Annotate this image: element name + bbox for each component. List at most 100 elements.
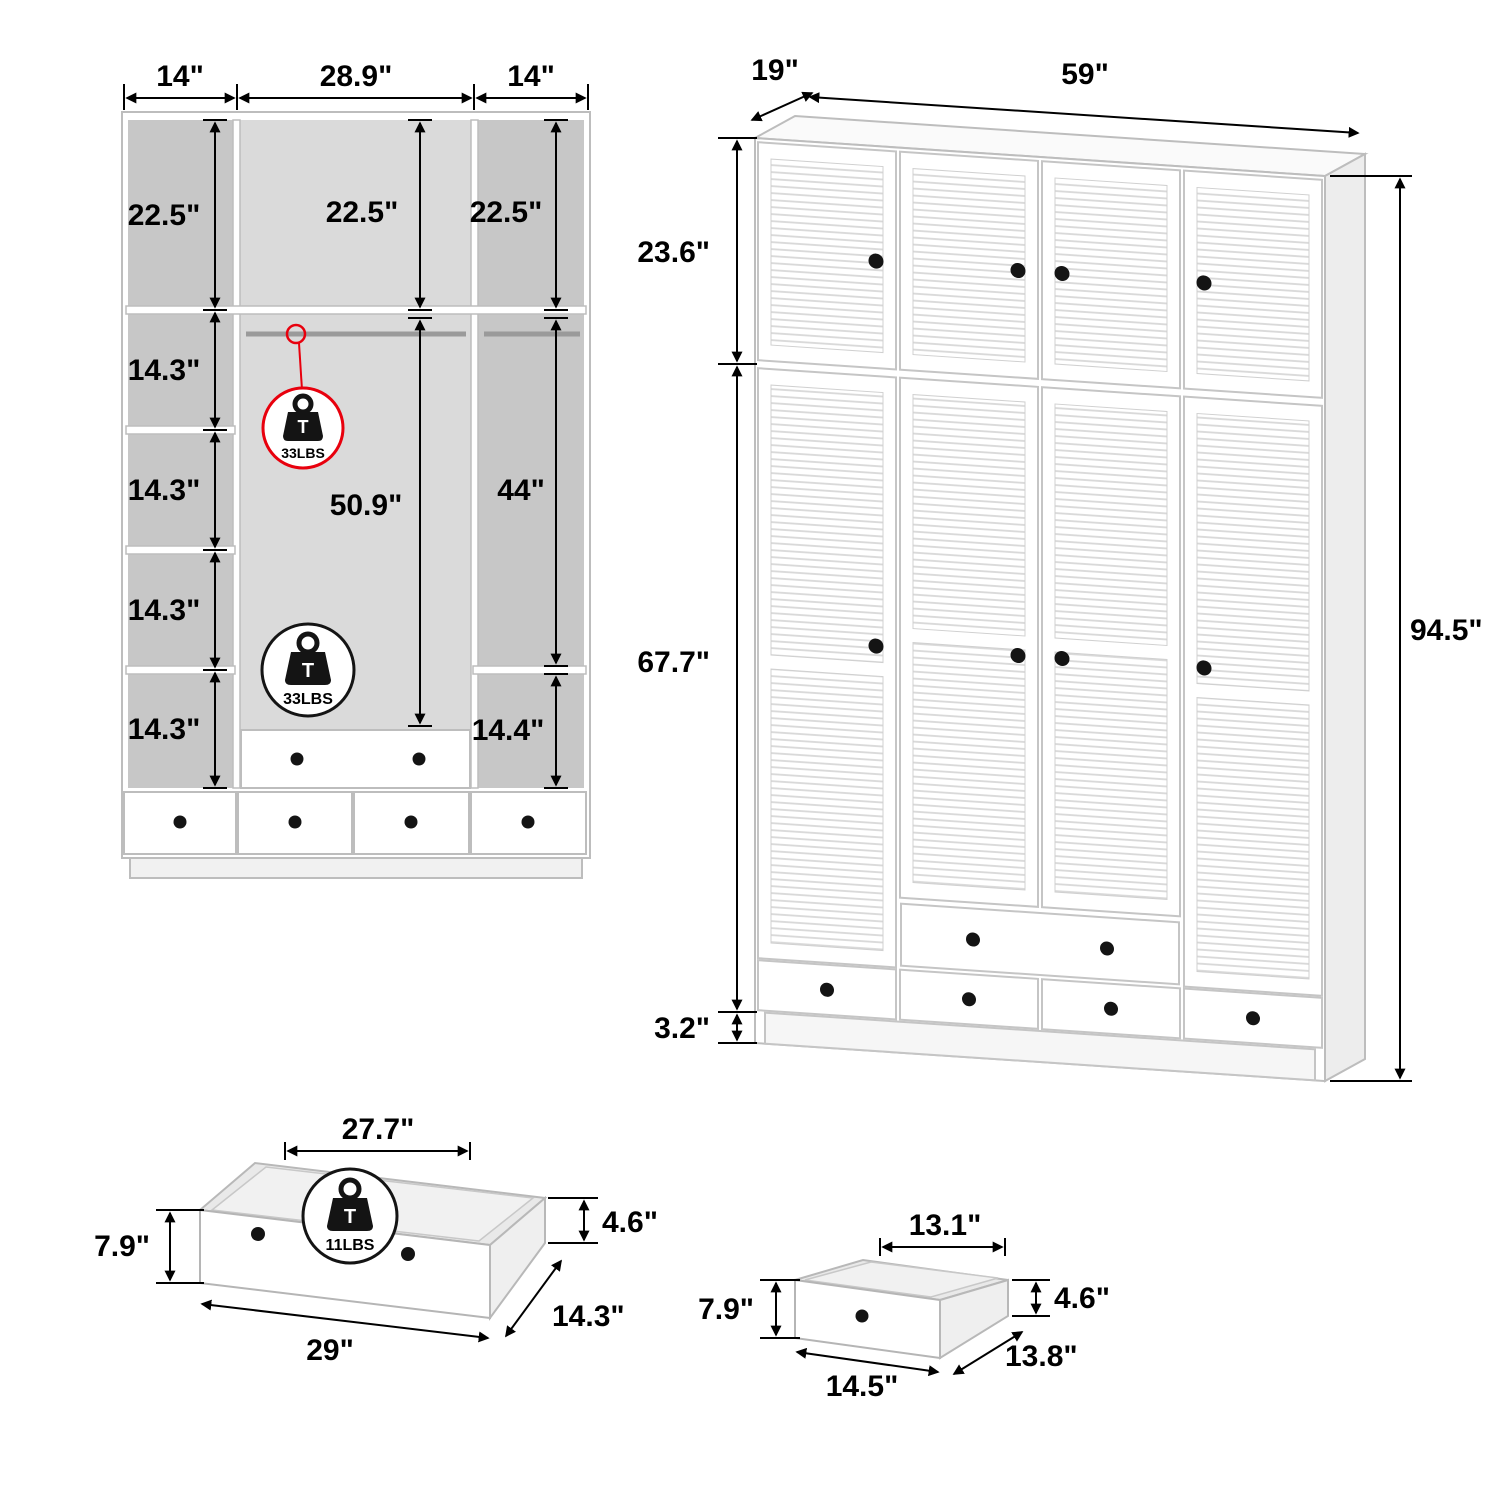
perspective-view-diagram: 19" 59" 23.6" 67.7" 3.2" 94.5" — [637, 54, 1483, 1083]
shelf-board — [472, 665, 587, 675]
drawer-knob-icon — [173, 815, 187, 829]
small-drawer-diagram: 13.1" 7.9" 4.6" 14.5" 13.8" — [698, 1209, 1110, 1403]
top-shelf-board — [125, 305, 587, 315]
louver-panel — [1054, 651, 1168, 901]
dim-label-right-hanging: 44" — [497, 474, 545, 507]
dim-line — [750, 91, 814, 122]
dim-label-small-side-height: 4.6" — [1054, 1282, 1110, 1315]
bottom-drawer-front — [237, 791, 353, 855]
callout-line — [298, 342, 303, 391]
cabinet-front-face — [754, 136, 1326, 1083]
front-view-diagram: 14" 28.9" 14" 22.5" 14.3" 14.3" 14.3" 14… — [121, 60, 591, 879]
louver-panel — [770, 384, 884, 664]
dim-line — [505, 1259, 562, 1338]
louver-panel — [1196, 696, 1310, 980]
dim-label-left-shelf-3: 14.3" — [128, 594, 201, 627]
shelf-weight-label: 33LBS — [283, 691, 333, 708]
dim-label-right-top: 22.5" — [470, 196, 543, 229]
weight-bag-icon — [283, 412, 323, 441]
drawer-knob-icon — [1246, 1011, 1260, 1026]
dim-label-right-bottom: 14.4" — [472, 714, 545, 747]
drawer-knob-icon — [855, 1309, 869, 1323]
louver-panel — [1054, 177, 1168, 373]
louver-panel — [912, 168, 1026, 363]
door-knob-icon — [1010, 263, 1026, 279]
dim-label-width: 59" — [1061, 58, 1109, 91]
shelf-board — [125, 545, 236, 555]
vertical-divider — [232, 119, 241, 789]
dim-line — [952, 1331, 1024, 1375]
front-cabinet-base — [129, 857, 583, 879]
drawer-weight-capacity-icon: T 11LBS — [301, 1167, 399, 1265]
louver-panel — [770, 158, 884, 354]
louver-panel — [1054, 403, 1168, 647]
weight-icon-letter: T — [298, 417, 309, 437]
dim-label-middle-top: 22.5" — [326, 196, 399, 229]
drawer-knob-icon — [404, 815, 418, 829]
shelf-board — [125, 665, 236, 675]
drawer-knob-icon — [412, 752, 426, 766]
dim-line — [795, 1347, 940, 1377]
door-knob-icon — [1054, 265, 1070, 281]
dim-label-total-height: 94.5" — [1410, 614, 1483, 647]
drawer-knob-icon — [966, 932, 980, 947]
door-knob-icon — [1010, 648, 1026, 664]
large-drawer-diagram: T 11LBS 27.7" 7.9" 4.6" 29" 14.3" — [94, 1113, 658, 1367]
drawer-knob-icon — [820, 982, 834, 997]
dim-label-drawer-depth: 14.3" — [552, 1300, 625, 1333]
dim-label-lower-height: 67.7" — [637, 646, 710, 679]
drawer-front — [900, 902, 1180, 986]
shelf-board — [125, 425, 236, 435]
dim-label-drawer-inner-width: 27.7" — [342, 1113, 415, 1146]
right-column-interior — [478, 120, 584, 788]
shelf-weight-capacity-icon: T 33LBS — [260, 622, 356, 718]
dim-label-top-width-right: 14" — [507, 60, 555, 93]
dim-label-small-depth: 13.8" — [1005, 1340, 1078, 1373]
cabinet-kickplate — [764, 1011, 1316, 1082]
weight-bag-icon — [327, 1198, 373, 1231]
dim-line — [808, 92, 1360, 138]
drawer-weight-label: 11LBS — [326, 1237, 375, 1254]
dim-label-left-shelf-4: 14.3" — [128, 713, 201, 746]
drawer-knob-icon — [288, 815, 302, 829]
door-knob-icon — [1196, 660, 1212, 676]
louver-panel — [1196, 412, 1310, 692]
drawer-knob-icon — [251, 1227, 265, 1241]
dim-label-drawer-front-height: 7.9" — [94, 1230, 150, 1263]
door-knob-icon — [1054, 650, 1070, 666]
drawer-knob-icon — [521, 815, 535, 829]
dim-label-drawer-outer-width: 29" — [306, 1334, 354, 1367]
door-knob-icon — [868, 638, 884, 654]
dim-label-base-height: 3.2" — [654, 1012, 710, 1045]
drawer-knob-icon — [290, 752, 304, 766]
cabinet-side-face — [1324, 152, 1366, 1083]
rod-weight-capacity-icon: T 33LBS — [261, 386, 345, 470]
dim-label-drawer-side-height: 4.6" — [602, 1206, 658, 1239]
middle-inner-drawer — [240, 729, 471, 789]
dim-label-depth: 19" — [751, 54, 799, 87]
weight-icon-letter: T — [302, 660, 314, 682]
weight-bag-icon — [285, 652, 331, 685]
louver-panel — [770, 668, 884, 952]
dim-line — [200, 1299, 490, 1343]
dim-label-small-inner-width: 13.1" — [909, 1209, 982, 1242]
dim-label-middle-hanging: 50.9" — [330, 489, 403, 522]
dim-label-small-front-height: 7.9" — [698, 1293, 754, 1326]
louver-panel — [912, 394, 1026, 637]
louver-panel — [1196, 186, 1310, 382]
dim-label-top-width-middle: 28.9" — [320, 60, 393, 93]
drawer-knob-icon — [962, 992, 976, 1007]
dim-label-small-outer-width: 14.5" — [826, 1370, 899, 1403]
drawer-knob-icon — [401, 1247, 415, 1261]
weight-icon-letter: T — [344, 1206, 356, 1228]
drawer-side-panel — [489, 1195, 546, 1322]
rod-highlight-circle — [285, 323, 307, 345]
dim-label-left-shelf-1: 14.3" — [128, 354, 201, 387]
door-knob-icon — [1196, 275, 1212, 291]
vertical-divider — [470, 119, 479, 789]
dim-label-upper-height: 23.6" — [637, 236, 710, 269]
drawer-knob-icon — [1100, 941, 1114, 956]
drawer-interior — [804, 1261, 999, 1298]
door-knob-icon — [868, 253, 884, 269]
